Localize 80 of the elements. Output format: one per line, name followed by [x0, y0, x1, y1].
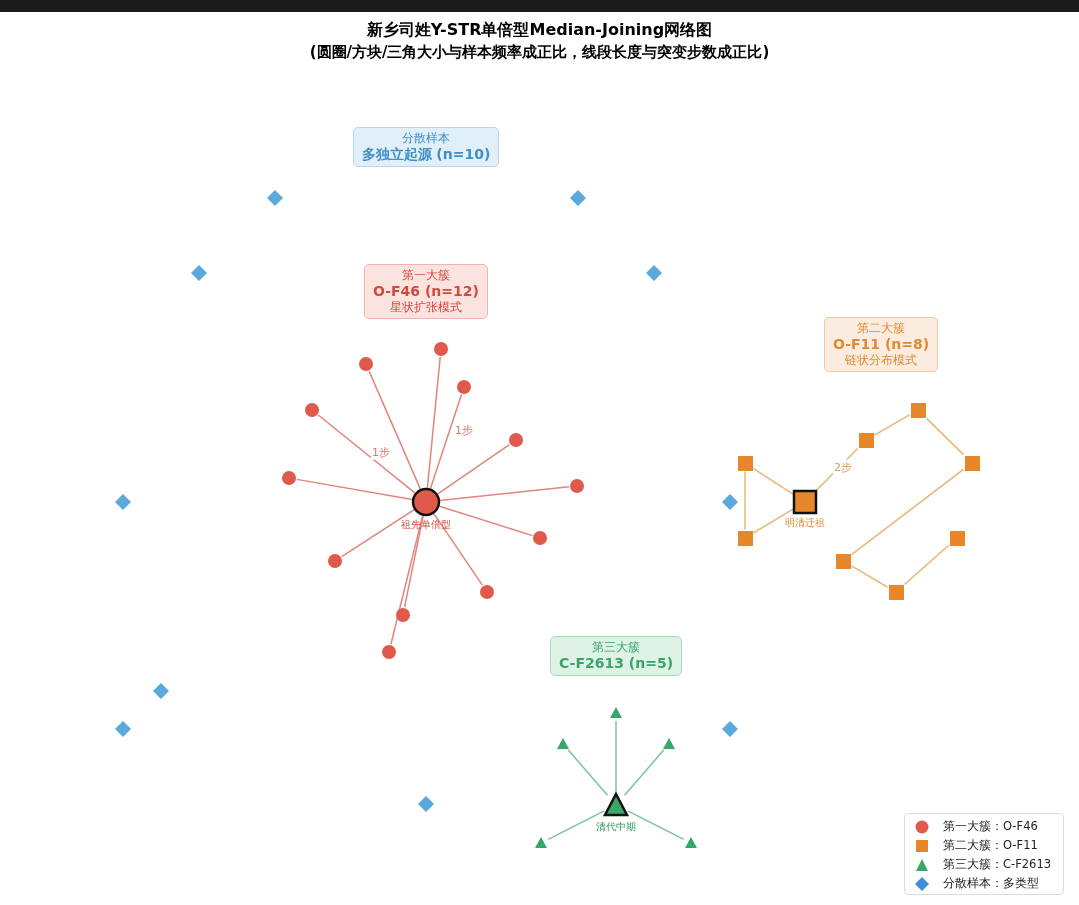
- haplotype-diamond: [646, 265, 662, 281]
- haplotype-square: [888, 584, 904, 600]
- haplotype-triangle: [609, 706, 623, 720]
- connector-line: [850, 565, 889, 588]
- haplotype-diamond: [191, 265, 207, 281]
- connector-line: [752, 508, 794, 534]
- haplotype-circle: [434, 342, 448, 356]
- node-label: 清代中期: [596, 820, 636, 834]
- connector-line: [752, 467, 794, 495]
- haplotype-triangle: [662, 737, 676, 751]
- haplotype-circle: [396, 608, 410, 622]
- haplotype-circle: [533, 531, 547, 545]
- haplotype-circle: [282, 471, 296, 485]
- connector-line: [623, 749, 665, 796]
- haplotype-diamond: [570, 190, 586, 206]
- haplotype-diamond: [418, 796, 434, 812]
- edge-label: 1步: [371, 444, 391, 460]
- haplotype-square: [858, 432, 874, 448]
- node-label: 祖先单倍型: [401, 518, 451, 532]
- haplotype-square: [835, 553, 851, 569]
- chart-title: 新乡司姓Y-STR单倍型Median-Joining网络图: [365, 20, 714, 41]
- haplotype-triangle: [556, 737, 570, 751]
- haplotype-square: [910, 402, 926, 418]
- connector-line: [903, 544, 950, 586]
- connector-line: [547, 810, 606, 841]
- connector-line: [615, 720, 617, 793]
- haplotype-circle: [305, 403, 319, 417]
- connector-line: [873, 414, 911, 436]
- legend-label: 第三大簇：C-F2613: [943, 857, 1052, 872]
- connector-line: [436, 443, 511, 495]
- haplotype-circle: [480, 585, 494, 599]
- edge-label: 1步: [454, 422, 474, 438]
- haplotype-square: [737, 530, 753, 546]
- connector-line: [925, 417, 965, 456]
- edge-label: 2步: [833, 459, 853, 475]
- legend-label: 分散样本：多类型: [943, 876, 1039, 891]
- haplotype-triangle: [684, 836, 698, 850]
- connector-line: [438, 505, 534, 537]
- connector-line: [429, 393, 463, 490]
- haplotype-diamond: [267, 190, 283, 206]
- connector-line: [850, 468, 965, 556]
- haplotype-circle: [570, 479, 584, 493]
- haplotype-diamond: [115, 721, 131, 737]
- haplotype-square: [737, 455, 753, 471]
- connector-line: [296, 478, 413, 501]
- connector-line: [744, 470, 746, 531]
- haplotype-diamond: [153, 683, 169, 699]
- haplotype-square: [949, 530, 965, 546]
- connector-line: [403, 514, 424, 608]
- haplotype-diamond: [115, 494, 131, 510]
- connector-line: [439, 486, 570, 502]
- connector-line: [368, 370, 422, 490]
- haplotype-square: [964, 455, 980, 471]
- cluster-info-box: 第一大簇 O-F46 (n=12) 星状扩张模式: [364, 263, 488, 319]
- haplotype-square: [792, 489, 818, 515]
- haplotype-triangle: [534, 836, 548, 850]
- connector-line: [433, 512, 484, 587]
- connector-line: [426, 356, 441, 489]
- connector-line: [317, 414, 416, 494]
- legend-label: 第一大簇：O-F46: [943, 819, 1038, 834]
- haplotype-diamond: [722, 494, 738, 510]
- haplotype-circle: [411, 487, 441, 517]
- haplotype-circle: [457, 380, 471, 394]
- cluster-info-box: 第三大簇 C-F2613 (n=5): [550, 636, 683, 676]
- connector-line: [390, 514, 424, 645]
- haplotype-circle: [359, 357, 373, 371]
- haplotype-circle: [328, 554, 342, 568]
- legend-label: 第二大簇：O-F11: [943, 838, 1038, 853]
- connector-line: [816, 447, 859, 491]
- haplotype-diamond: [722, 721, 738, 737]
- haplotype-circle: [509, 433, 523, 447]
- connector-line: [340, 508, 415, 558]
- subtitle: (圆圈/方块/三角大小与样本频率成正比，线段长度与突变步数成正比): [308, 43, 771, 62]
- connector-line: [567, 749, 609, 796]
- connector-line: [626, 810, 685, 841]
- cluster-info-box: 分散样本 多独立起源 (n=10): [352, 127, 500, 167]
- haplotype-circle: [382, 645, 396, 659]
- node-label: 明清迁祖: [785, 516, 825, 530]
- haplotype-triangle: [602, 791, 630, 819]
- cluster-info-box: 第二大簇 O-F11 (n=8) 链状分布模式: [824, 316, 939, 372]
